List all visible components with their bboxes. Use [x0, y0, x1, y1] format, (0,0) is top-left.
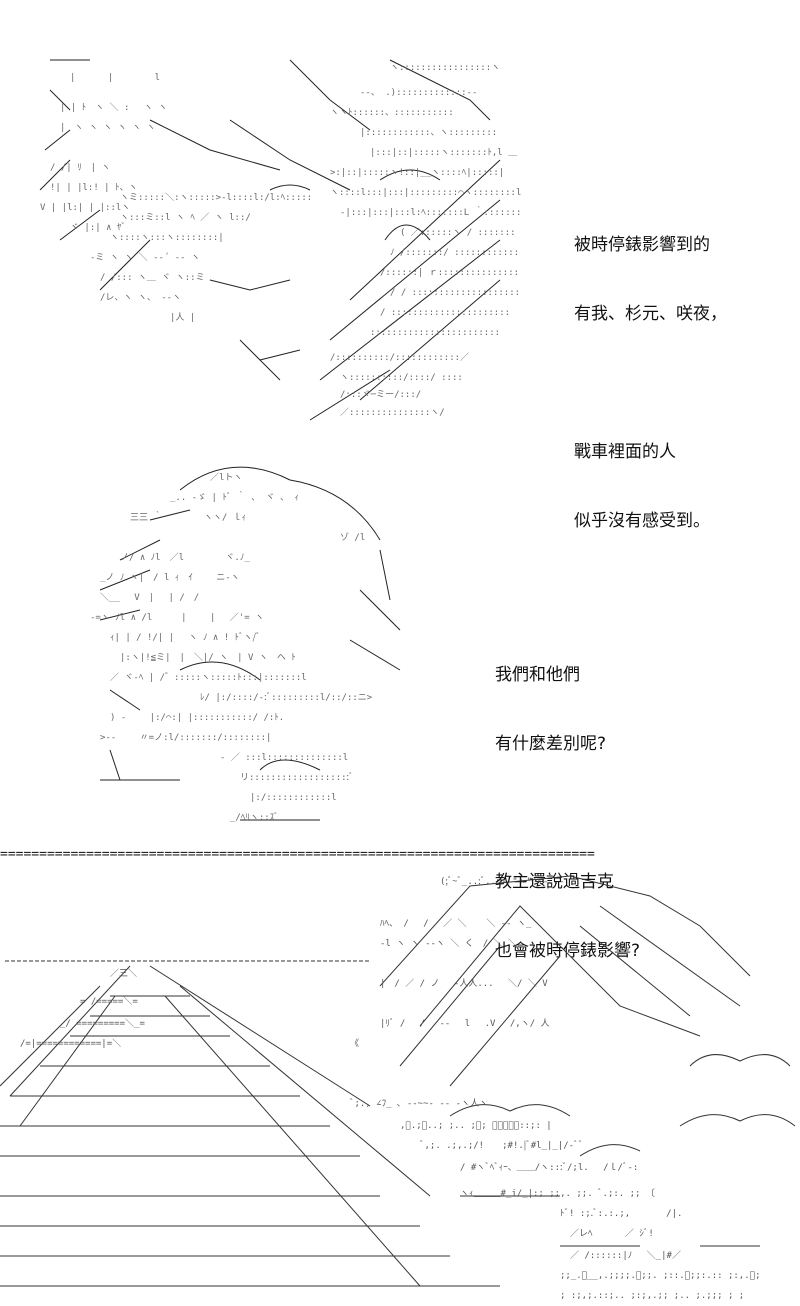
- svg-text:_/ﾍﾘヽ::ｽﾞ: _/ﾍﾘヽ::ｽﾞ: [230, 812, 279, 823]
- ascii-art-railway-landscape: (;ﾞ~ﾞ_..;ﾞ.. -‐"ヽ"'~-..‐ ﾊﾍ、 / / ／ ＼ ＼ ‐…: [0, 875, 796, 1301]
- svg-text:,ﾞ.;ﾞ..; ;.. ;ﾞ; ＿＿＿＿＿::;: |: ,ﾞ.;ﾞ..; ;.. ;ﾞ; ＿＿＿＿＿::;: |: [400, 1121, 552, 1131]
- svg-text:_ノ ﾉ ヽ| / l ｨ ｲ ニ-ヽ: _ノ ﾉ ヽ| / l ｨ ｲ ニ-ヽ: [100, 573, 240, 583]
- svg-text:ﾚ/ |:/::::/‐:ﾞ:::::::::l/::/::: ﾚ/ |:/::::/‐:ﾞ:::::::::l/::/::ニ>: [200, 692, 373, 703]
- svg-text:／lトヽ: ／lトヽ: [210, 472, 242, 483]
- svg-text:／:::::::::::::::ヽ/: ／:::::::::::::::ヽ/: [340, 407, 445, 418]
- svg-text:ヾ |:| ∧ ﾔﾞ: ヾ |:| ∧ ﾔﾞ: [70, 222, 126, 233]
- svg-text:／レﾍ ／ ｼﾞ!: ／レﾍ ／ ｼﾞ!: [570, 1228, 654, 1239]
- svg-text:三三 ｀ ヽヽ/ ｌｨ: 三三 ｀ ヽヽ/ ｌｨ: [130, 510, 246, 523]
- caption-spacer: [495, 802, 640, 825]
- svg-text:‐ ／ :::l::::::::::::::l: ‐ ／ :::l::::::::::::::l: [220, 752, 348, 763]
- svg-text:ﾞ;., ∠ﾌ_ ､ ‐‐~~‐ -‐ ‐ヽ人ヽ: ﾞ;., ∠ﾌ_ ､ ‐‐~~‐ -‐ ‐ヽ人ヽ: [350, 1098, 488, 1109]
- svg-text:ヽミ:::::＼:ヽ:::::>-l::::l:/l:ﾍ::: ヽミ:::::＼:ヽ:::::>-l::::l:/l:ﾍ:::::: [120, 192, 312, 203]
- svg-text:／ ヾ‐ﾍ | /゛:::::ヽ:::::ﾄ:::|::::: ／ ヾ‐ﾍ | /゛:::::ヽ:::::ﾄ:::|:::::::l: [110, 672, 307, 683]
- svg-text:/=|============|=＼: /=|============|=＼: [20, 1038, 121, 1049]
- svg-text:/ /| ﾘ | ヽ: / /| ﾘ | ヽ: [50, 163, 110, 173]
- caption-line: 教主還說過吉克: [495, 872, 614, 892]
- caption-line: 有我、杉元、咲夜，: [574, 304, 727, 324]
- svg-text:(;ﾞ~ﾞ_..;ﾞ.. -‐"ヽ"'~-..‐: (;ﾞ~ﾞ_..;ﾞ.. -‐"ヽ"'~-..‐: [440, 876, 565, 887]
- svg-text:| / ／ / ノ -人人... ＼/ ＼ V: | / ／ / ノ -人人... ＼/ ＼ V: [380, 978, 548, 989]
- svg-text:| | l: | | l: [70, 73, 160, 83]
- svg-text:) - |:/⌒:| |:::::::::::/ /:ﾄ: ) - |:/⌒:| |:::::::::::/ /:ﾄ.: [110, 713, 284, 723]
- svg-text:ゾ /l: ゾ /l: [340, 532, 365, 543]
- svg-text:／ /::::::|ﾉ ＼_|#／: ／ /::::::|ﾉ ＼_|#／: [570, 1250, 681, 1261]
- svg-text:/レ、ヽ ヽ、 ‐‐ヽ: /レ、ヽ ヽ、 ‐‐ヽ: [100, 293, 181, 303]
- svg-text:/ ::::::::::::::::::::::: / ::::::::::::::::::::::: [380, 308, 510, 318]
- svg-text:; :;,;.::;.. ;:;,.;; ;.. ;.;;;: ; :;,;.::;.. ;:;,.;; ;.. ;.;;; ; ;: [560, 1291, 744, 1301]
- svg-text:| ヽ ヽ ヽ ヽ ヽ ヽ: | ヽ ヽ ヽ ヽ ヽ ヽ: [60, 123, 156, 133]
- svg-text:ヽ::::l:::|:::|:::::::::⌒ヽ:::::: ヽ::::l:::|:::|:::::::::⌒ヽ::::::::l: [330, 188, 521, 198]
- caption-line: 有什麼差別呢?: [495, 734, 607, 754]
- svg-text:-|:::|:::|:::l:ﾍ:::::::L ｀::::: -|:::|:::|:::l:ﾍ:::::::L ｀:::::::: [340, 205, 521, 218]
- svg-text:|:::|::|:::::ヽ:::::::ﾄ,l ＿: |:::|::|:::::ヽ:::::::ﾄ,l ＿: [370, 148, 517, 158]
- svg-text:|人 |: |人 |: [170, 312, 195, 323]
- svg-text:|::::::::::::、ヽ:::::::::: |::::::::::::、ヽ:::::::::: [360, 128, 497, 138]
- svg-text:/:::ヾ─ミー/:::/: /:::ヾ─ミー/:::/: [340, 390, 421, 400]
- svg-text:ヽｨ＿＿＿#_i/_|:; ;;,. ;;. ﾞ.;:. ;: ヽｨ＿＿＿#_i/_|:; ;;,. ;;. ﾞ.;:. ;; 〔: [460, 1188, 655, 1199]
- panel-3: (;ﾞ~ﾞ_..;ﾞ.. -‐"ヽ"'~-..‐ ﾊﾍ、 / / ／ ＼ ＼ ‐…: [0, 866, 800, 1306]
- svg-text:／三＼: ／三＼: [110, 968, 137, 979]
- svg-text:ﾄﾞ! :;.ﾞ:.:.;, /|.: ﾄﾞ! :;.ﾞ:.:.;, /|.: [560, 1208, 682, 1219]
- svg-text:ﾉ /:::::::/ ::::::::::::: ﾉ /:::::::/ ::::::::::::: [390, 248, 519, 258]
- svg-text:_.. -ゞ | ﾄﾞ ｀ 、 ヾ 、 ｨ: _.. -ゞ | ﾄﾞ ｀ 、 ヾ 、 ｨ: [170, 490, 299, 503]
- svg-text:《: 《: [350, 1038, 359, 1049]
- svg-text:ﾞ,;. .;,.;/! ;#!.|ﾞ#l_|_|/‐ﾞﾞ: ﾞ,;. .;,.;/! ;#!.|ﾞ#l_|_|/‐ﾞﾞ: [420, 1140, 583, 1151]
- svg-text:V | |l:| | |::lヽ: V | |l:| | |::lヽ: [40, 203, 130, 213]
- svg-text:!| | |l:! | ﾄ、ヽ: !| | |l:! | ﾄ、ヽ: [50, 183, 138, 193]
- caption-line: 似乎沒有感受到。: [574, 511, 710, 531]
- svg-text:ヽ::::::::::/::::/ ::::: ヽ::::::::::/::::/ ::::: [340, 373, 463, 383]
- svg-text:= /=====＼=: = /=====＼=: [80, 996, 138, 1007]
- svg-text:-‐、 .):::::::::::::-‐: -‐、 .):::::::::::::-‐: [360, 88, 477, 98]
- svg-text:( ／::::::ヽ / :::::::: ( ／::::::ヽ / :::::::: [400, 227, 516, 238]
- panel-2: ／lトヽ _.. -ゞ | ﾄﾞ ｀ 、 ヾ 、 ｨ 三三 ｀ ヽヽ/ ｌｨ ゾ…: [0, 440, 800, 961]
- caption-line: 戰車裡面的人: [574, 442, 676, 462]
- svg-text:-l ヽ ヽ -‐ヽ ＼ く / ＼ ＼: -l ヽ ヽ -‐ヽ ＼ く / ＼ ＼: [380, 938, 517, 949]
- svg-text:ﾊﾍ、 / / ／ ＼ ＼ ‐‐ ヽ_: ﾊﾍ、 / / ／ ＼ ＼ ‐‐ ヽ_: [380, 918, 532, 929]
- svg-text:＼__ V | | / /: ＼__ V | | / /: [100, 592, 199, 603]
- caption-1: 被時停錶影響到的 有我、杉元、咲夜， 戰車裡面的人 似乎沒有感受到。: [574, 188, 727, 579]
- svg-text:ｨ| | / !/| | ヽ ﾉ ∧ ! ﾄﾞヽ/ﾞ: ｨ| | / !/| | ヽ ﾉ ∧ ! ﾄﾞヽ/ﾞ: [110, 632, 261, 643]
- svg-text:/ /::: ヽ＿ ヾ ヽ::ミ: / /::: ヽ＿ ヾ ヽ::ミ: [100, 273, 205, 283]
- svg-text:::::::::::::::::::::::::: ::::::::::::::::::::::::: [370, 328, 500, 338]
- panel-1: ヽ:::::::::::::::::ヽ -‐、 .):::::::::::::-…: [0, 0, 800, 531]
- panel-divider: ========================================…: [0, 848, 595, 862]
- svg-text:/ #ヽﾞﾍﾞｨｰ、＿＿/ヽ:::ﾞ/;l. /ｌ/ﾞ‐:: / #ヽﾞﾍﾞｨｰ、＿＿/ヽ:::ﾞ/;l. /ｌ/ﾞ‐:: [460, 1162, 638, 1173]
- svg-text:>:|::|:::::ヽ!::|__ヽ::::ﾍ|:::::: >:|::|:::::ヽ!::|__ヽ::::ﾍ|:::::|: [330, 168, 504, 178]
- ascii-art-character-closeup: ヽ:::::::::::::::::ヽ -‐、 .):::::::::::::-…: [39, 59, 521, 421]
- caption-line: 我們和他們: [495, 665, 580, 685]
- svg-text:-ミ ヽ ヽ ＼ ‐‐´ ‐‐ ヽ: -ミ ヽ ヽ ＼ ‐‐´ ‐‐ ヽ: [90, 252, 200, 263]
- svg-text:|:/::::::::::::l: |:/::::::::::::l: [250, 793, 337, 803]
- svg-text:;;_.ﾞ__,.;;;;.ﾞ;;. ;::.ﾞ;;:.::: ;;_.ﾞ__,.;;;;.ﾞ;;. ;::.ﾞ;;:.:: ;:,.ﾞ;: [560, 1271, 760, 1281]
- svg-text:ヽ:::ミ::l ヽ ﾍ ／ ヽ l::/: ヽ:::ミ::l ヽ ﾍ ／ ヽ l::/: [120, 212, 251, 223]
- svg-text:ノ/ ∧ ﾉl ／l ヾ.ﾉ_: ノ/ ∧ ﾉl ／l ヾ.ﾉ_: [120, 552, 250, 563]
- caption-line: 被時停錶影響到的: [574, 235, 710, 255]
- svg-text:リ:::::::::::::::::::ﾞ: リ:::::::::::::::::::ﾞ: [240, 772, 354, 783]
- svg-text:ヽヽﾄ::::::、:::::::::::: ヽヽﾄ::::::、:::::::::::: [330, 108, 454, 118]
- ascii-art-thinking-character: ／lトヽ _.. -ゞ | ﾄﾞ ｀ 、 ヾ 、 ｨ 三三 ｀ ヽヽ/ ｌｨ ゾ…: [90, 466, 401, 823]
- caption-spacer: [574, 372, 727, 395]
- svg-text:ヽ::::ヽ:::ヽ::::::::|: ヽ::::ヽ:::ヽ::::::::|: [110, 233, 224, 243]
- svg-text:ヽ:::::::::::::::::ヽ: ヽ:::::::::::::::::ヽ: [390, 63, 500, 73]
- svg-text:/::::::::::/::::::::::::／: /::::::::::/::::::::::::／: [330, 352, 469, 363]
- svg-text:|ﾘﾞ / / ‐‐ l .V /,ヽ/ 人: |ﾘﾞ / / ‐‐ l .V /,ヽ/ 人: [380, 1018, 550, 1029]
- svg-text:_/ =========＼_=: _/ =========＼_=: [60, 1018, 145, 1029]
- svg-text:>‐- 〃=ノ:l/:::::::/::::::::|: >‐- 〃=ノ:l/:::::::/::::::::|: [100, 733, 271, 743]
- svg-text:/::::::| ｒ:::::::::::::::: /::::::| ｒ:::::::::::::::: [380, 268, 519, 278]
- svg-text:|:ヽ|!≦ミ| | ＼|/ ヽ | V ヽ ヘ ﾄ: |:ヽ|!≦ミ| | ＼|/ ヽ | V ヽ ヘ ﾄ: [120, 652, 296, 663]
- svg-text:/ / ::::::::::::::::::::: / / ::::::::::::::::::::: [390, 288, 520, 298]
- svg-text:| | ﾄ ヽ ＼ : ヽ ヽ: | | ﾄ ヽ ＼ : ヽ ヽ: [60, 102, 167, 113]
- svg-text:-=ヽ ﾉl ∧ /l | | ／'= ヽ: -=ヽ ﾉl ∧ /l | | ／'= ヽ: [90, 612, 264, 623]
